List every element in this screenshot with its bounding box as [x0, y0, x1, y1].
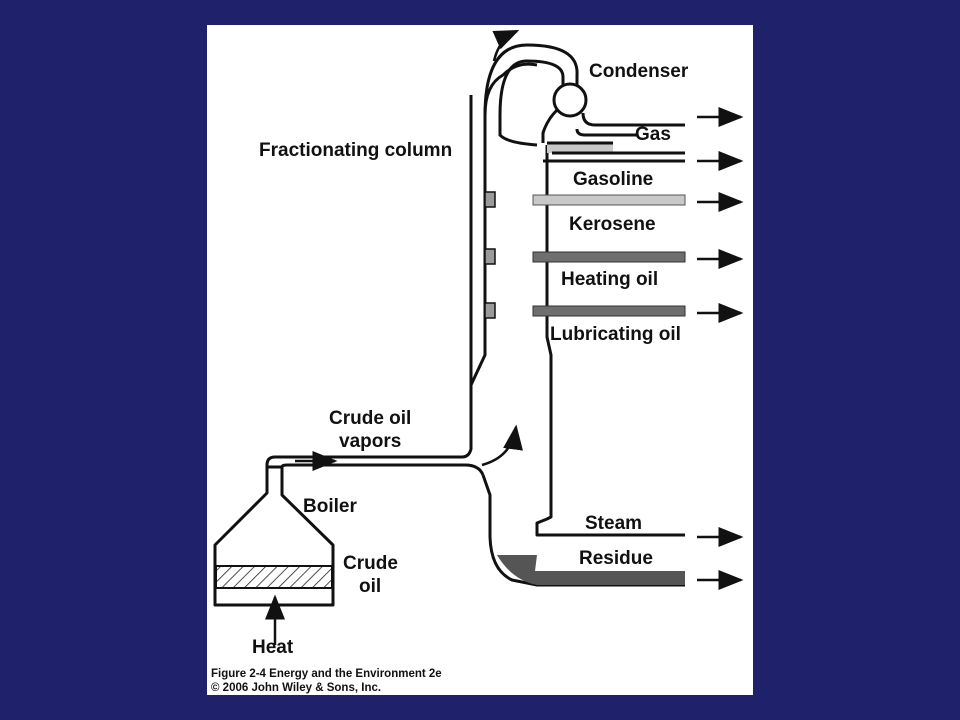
label-crude-oil-vapors-2: vapors [339, 431, 401, 452]
crude-oil-hatch [215, 565, 333, 589]
flow-arrows [265, 29, 523, 645]
vapor-pipe [265, 95, 485, 476]
label-fractionating-column: Fractionating column [259, 140, 452, 161]
residue-pool [497, 555, 685, 585]
tray-stub [484, 191, 496, 208]
outflow-arrows [697, 107, 744, 590]
condenser [483, 43, 588, 147]
label-condenser: Condenser [589, 61, 689, 82]
label-boiler: Boiler [303, 496, 357, 517]
label-gasoline: Gasoline [573, 169, 653, 190]
label-crude-oil-2: oil [359, 576, 381, 597]
label-steam: Steam [585, 513, 642, 534]
label-lubricating-oil: Lubricating oil [550, 324, 681, 345]
gas-outlet [575, 112, 685, 137]
heating-oil-pipe [532, 251, 686, 263]
gasoline-outlet [543, 141, 685, 163]
label-crude-oil-1: Crude [343, 553, 398, 574]
tray-stub [484, 248, 496, 265]
label-heating-oil: Heating oil [561, 269, 658, 290]
boiler-flask [213, 465, 335, 607]
label-heat: Heat [252, 637, 294, 658]
figure-panel: Condenser Fractionating column Gas Gasol… [207, 25, 753, 695]
figure-caption-line1: Figure 2-4 Energy and the Environment 2e [211, 668, 442, 680]
label-kerosene: Kerosene [569, 214, 656, 235]
distillation-diagram: Condenser Fractionating column Gas Gasol… [211, 29, 744, 694]
kerosene-pipe [532, 194, 686, 206]
lubricating-oil-pipe [532, 305, 686, 317]
figure-caption-line2: © 2006 John Wiley & Sons, Inc. [211, 682, 381, 694]
label-gas: Gas [635, 124, 671, 145]
label-residue: Residue [579, 548, 653, 569]
label-crude-oil-vapors-1: Crude oil [329, 408, 411, 429]
tray-stub [484, 302, 496, 319]
